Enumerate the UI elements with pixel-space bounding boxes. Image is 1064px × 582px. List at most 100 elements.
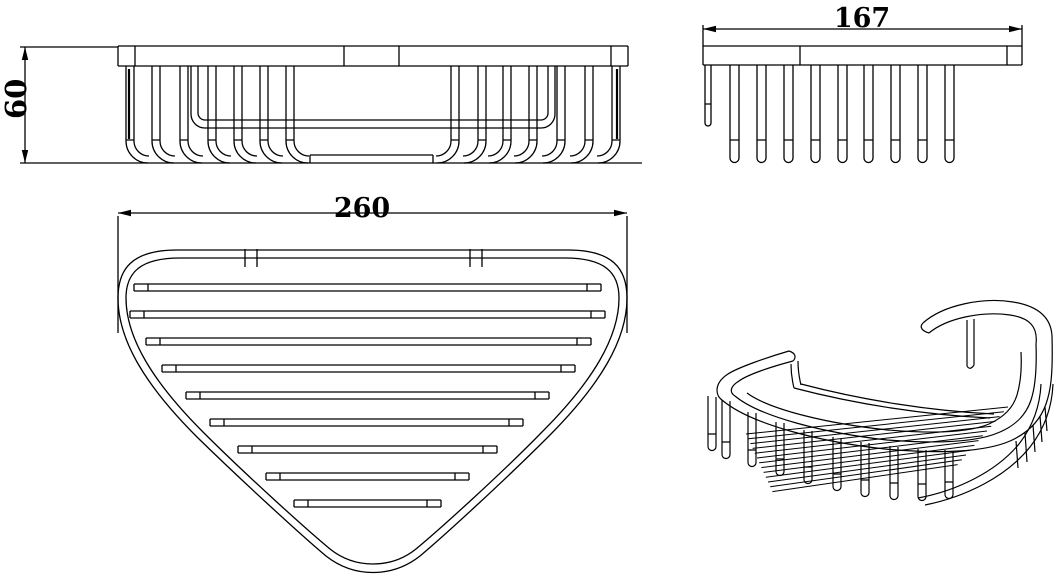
prong: [729, 65, 740, 164]
u-wire: [747, 412, 757, 468]
basket-wire: [435, 66, 460, 164]
hook-drop-wire: [790, 360, 802, 389]
prong: [756, 65, 767, 164]
arrowhead-down: [21, 150, 29, 163]
hook-end-cap: [920, 322, 930, 334]
dim-260-label: 260: [334, 193, 390, 224]
hatch-line: [754, 425, 992, 454]
side-wire: [1024, 432, 1028, 463]
basket-wire: [179, 66, 204, 164]
prong: [944, 65, 955, 164]
side-wire: [1015, 440, 1019, 469]
basket-wire: [541, 66, 566, 164]
grid-bar: [293, 499, 442, 508]
u-wire: [860, 442, 870, 498]
front-u-wires: [707, 396, 954, 502]
side-wire: [1044, 406, 1048, 432]
hatch-line: [745, 406, 1009, 435]
grid-bar: [129, 310, 606, 319]
prong: [863, 65, 874, 164]
dim-60-label: 60: [0, 79, 33, 119]
top-rail: [117, 45, 629, 67]
basket-wire: [569, 66, 594, 164]
bottom-band: [309, 154, 434, 163]
dim-167-label: 167: [834, 3, 890, 34]
arrowhead-right: [1009, 25, 1022, 33]
grid-bar: [237, 445, 498, 454]
u-wire: [889, 446, 899, 501]
side-wire-prongs: [704, 65, 955, 164]
basket-wire: [487, 66, 512, 164]
hook-end-cap: [788, 350, 796, 362]
back-rail-through: [190, 66, 556, 129]
basket-wire: [125, 66, 150, 164]
u-wire: [832, 437, 842, 492]
grid-bar: [209, 418, 524, 427]
hatch-line: [750, 416, 1000, 445]
hook-drop-wire: [966, 319, 975, 369]
hatch-line: [756, 430, 988, 459]
u-wire: [707, 396, 717, 452]
u-wire: [803, 430, 813, 485]
bottom-grid-hatch: [745, 406, 1009, 493]
arrowhead-up: [21, 47, 29, 60]
basket-wire: [233, 66, 258, 164]
prong: [810, 65, 821, 164]
prong: [783, 65, 794, 164]
arrowhead-left: [118, 209, 131, 217]
grid-bar: [185, 391, 550, 400]
hatch-line: [772, 464, 958, 493]
side-dimension: 167: [702, 3, 1023, 46]
top-dimension: 260: [117, 193, 628, 333]
grid-bar: [265, 472, 470, 481]
hatch-line: [761, 440, 979, 469]
side-view: 167: [702, 3, 1023, 164]
hatch-line: [748, 411, 1004, 440]
basket-wire: [207, 66, 232, 164]
bottom-grid-wires: [129, 283, 606, 508]
basket-wire: [462, 66, 487, 164]
grid-bar: [145, 337, 592, 346]
arrowhead-right: [614, 209, 627, 217]
basket-wire: [151, 66, 176, 164]
basket-wire: [513, 66, 538, 164]
u-wire: [721, 400, 731, 460]
top-view: 260: [117, 193, 628, 574]
rim-outline-outer: [117, 249, 628, 574]
rim-opening-edge: [746, 351, 1022, 433]
hatch-line: [767, 454, 967, 483]
basket-wire: [285, 66, 310, 164]
side-wire: [1039, 415, 1043, 443]
prong: [890, 65, 901, 164]
front-vertical-wires: [125, 66, 621, 164]
perspective-view: [707, 299, 1054, 506]
front-dimension: 60: [0, 46, 118, 163]
hatch-line: [765, 449, 971, 478]
prong: [837, 65, 848, 164]
bottom-right-edge: [917, 383, 1054, 506]
side-wire: [1032, 424, 1036, 453]
grid-bar: [161, 364, 576, 373]
hatch-line: [752, 420, 996, 449]
hatch-line: [770, 459, 962, 488]
u-wire: [775, 422, 785, 477]
basket-wire: [596, 66, 621, 164]
right-hook: [920, 299, 1053, 369]
hatch-line: [759, 435, 983, 464]
u-wire: [917, 449, 927, 502]
u-wire: [944, 450, 954, 500]
back-rail: [793, 383, 995, 419]
rim-band: [721, 335, 1053, 453]
right-side-wires: [1015, 406, 1048, 469]
side-rail: [702, 45, 1023, 66]
prong: [917, 65, 928, 164]
arrowhead-left: [703, 25, 716, 33]
front-view: 60: [0, 45, 642, 164]
short-prong: [704, 65, 712, 127]
mounting-tabs: [244, 249, 483, 267]
grid-bar: [133, 283, 602, 292]
left-hook: [716, 350, 802, 401]
rim-outline-inner: [125, 257, 620, 565]
